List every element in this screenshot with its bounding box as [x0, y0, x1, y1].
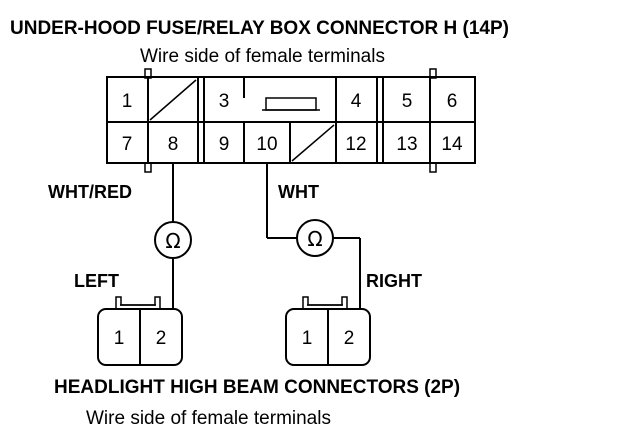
top-subtitle: Wire side of female terminals — [140, 46, 385, 67]
bottom-subtitle: Wire side of female terminals — [86, 408, 331, 429]
fuse-pin-10: 10 — [256, 134, 277, 155]
right-connector-label: RIGHT — [366, 271, 422, 291]
left-headlight-connector: 1 2 — [97, 296, 183, 366]
fuse-pin-6: 6 — [447, 91, 458, 112]
fuse-pin-9: 9 — [219, 134, 230, 155]
right-headlight-connector: 1 2 — [285, 296, 371, 366]
diagram-title: UNDER-HOOD FUSE/RELAY BOX CONNECTOR H (1… — [10, 18, 509, 39]
fuse-pin-12: 12 — [345, 134, 366, 155]
wire-color-left: WHT/RED — [48, 182, 132, 202]
bottom-title: HEADLIGHT HIGH BEAM CONNECTORS (2P) — [54, 377, 460, 398]
housing-tab — [429, 162, 437, 173]
fuse-pin-4: 4 — [351, 91, 362, 112]
left-test-lead: Ω — [154, 163, 192, 308]
fuse-pin-13: 13 — [396, 134, 417, 155]
empty-cavity-2 — [149, 79, 197, 121]
left-connector-label: LEFT — [74, 271, 119, 291]
housing-tab — [429, 68, 437, 79]
right-pin-2: 2 — [344, 328, 355, 349]
housing-tab — [144, 162, 152, 173]
fuse-pin-1: 1 — [122, 91, 133, 112]
fuse-pin-7: 7 — [122, 134, 133, 155]
fuse-pin-5: 5 — [402, 91, 413, 112]
fuse-pin-3: 3 — [219, 91, 230, 112]
fuse-pin-14: 14 — [441, 134, 463, 155]
ohm-symbol-left: Ω — [165, 229, 180, 253]
fuse-pin-8: 8 — [168, 134, 179, 155]
right-test-lead: Ω — [266, 163, 361, 308]
right-pin-1: 1 — [302, 328, 313, 349]
fuse-box-connector: 1 3 4 5 6 7 8 9 10 12 13 14 — [106, 68, 476, 173]
wire-color-right: WHT — [278, 182, 319, 202]
ohm-symbol-right: Ω — [307, 227, 322, 251]
left-pin-2: 2 — [156, 328, 167, 349]
empty-cavity-11 — [291, 124, 335, 162]
left-pin-1: 1 — [114, 328, 125, 349]
